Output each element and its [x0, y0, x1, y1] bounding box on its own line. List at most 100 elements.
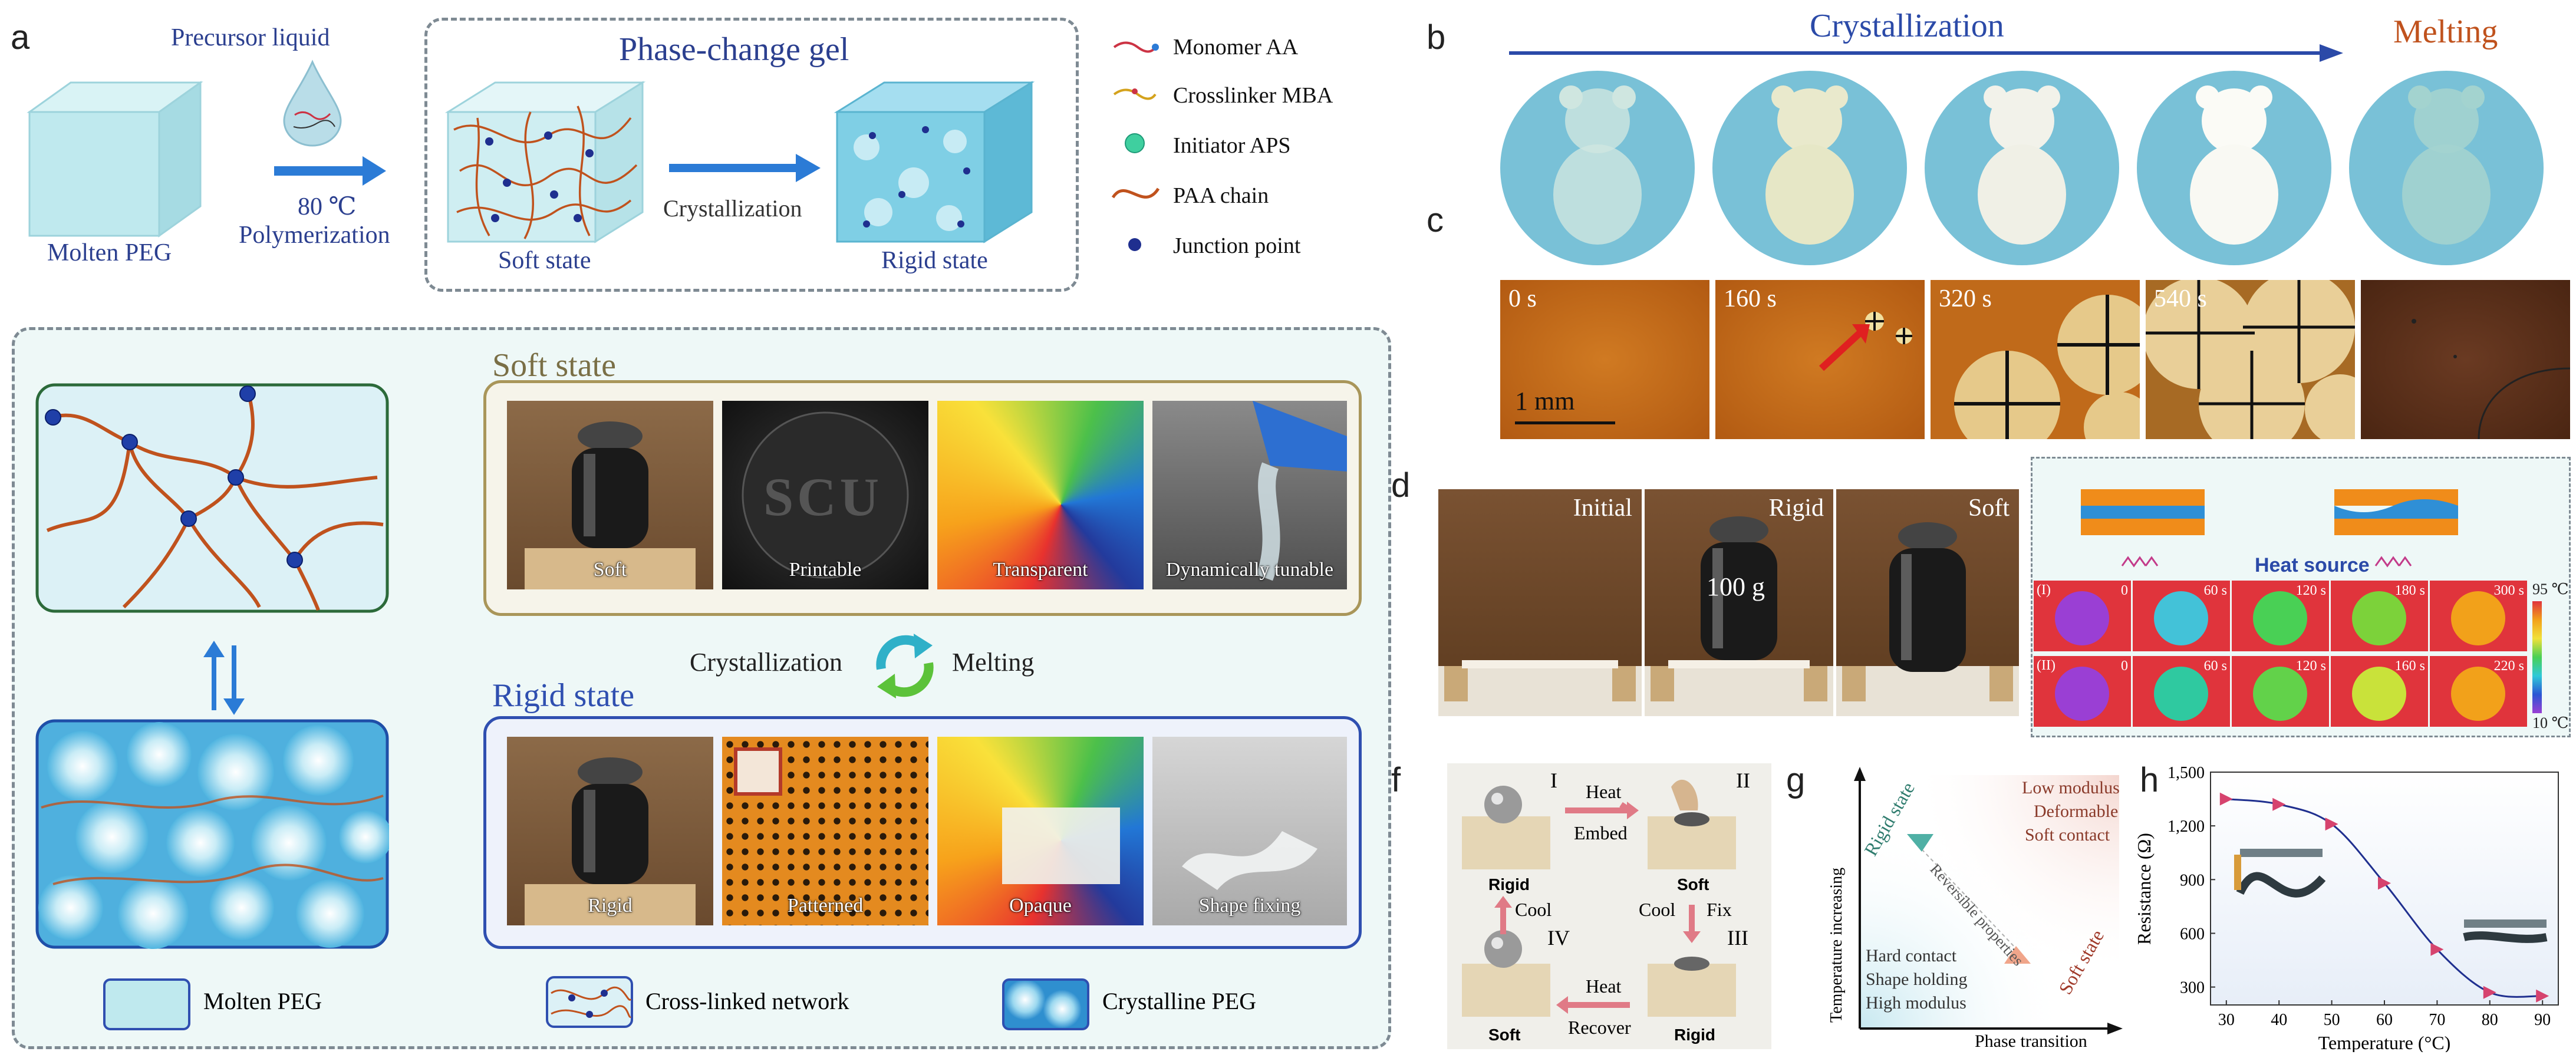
- phase-diagram: [1854, 767, 2123, 1034]
- bottom-legend-network: Cross-linked network: [645, 988, 849, 1014]
- phase-change-gel-box: [424, 18, 1079, 292]
- molten-peg-caption: Molten PEG: [47, 239, 172, 266]
- paa-chain-icon: [1111, 187, 1160, 199]
- d-photo-rigid: Rigid 100 g: [1645, 489, 1833, 716]
- rigid-photo-opaque: Opaque: [937, 737, 1144, 925]
- legend-junction: Junction point: [1173, 233, 1301, 258]
- precursor-droplet-icon: [283, 60, 342, 147]
- rigid-state-title: Rigid state: [492, 677, 635, 714]
- crystallization-label-a: Crystallization: [663, 195, 802, 222]
- crystallization-arrow: [669, 154, 821, 182]
- x-tick-label: 70: [2429, 1011, 2445, 1029]
- chart-ylabel: Resistance (Ω): [2134, 833, 2155, 945]
- f-caption-soft-2: Soft: [1677, 875, 1709, 894]
- polymerization-label: Polymerization: [239, 222, 390, 249]
- rigid-photo-patterned: Patterned: [722, 737, 928, 925]
- crosslinker-icon: [1113, 88, 1157, 100]
- mini-device-left-icon: [2234, 849, 2326, 898]
- f-cell-II: II: [1736, 769, 1750, 792]
- row1-label: (I): [2037, 582, 2051, 598]
- panel-g-label: g: [1786, 761, 1806, 799]
- crystallization-arrow-label: Crystallization: [1810, 8, 2004, 44]
- x-tick-label: 80: [2482, 1011, 2498, 1029]
- legend-crosslinker: Crosslinker MBA: [1173, 83, 1333, 108]
- bear-sequence-photos: [1500, 71, 2544, 265]
- f-embed-label: Embed: [1574, 822, 1628, 843]
- molten-peg-cube-icon: [27, 81, 203, 238]
- ball-sequence-photos: [1462, 779, 1736, 1017]
- chart-xlabel: Temperature (°C): [2318, 1032, 2451, 1052]
- polymerization-arrow: [274, 156, 386, 186]
- y-tick-label: 900: [2180, 871, 2205, 889]
- f-heat-label-2: Heat: [1586, 975, 1622, 997]
- bottom-legend-molten-peg: Molten PEG: [203, 988, 322, 1014]
- f-caption-rigid-1: Rigid: [1488, 875, 1530, 894]
- heat-source-diagram: [2081, 489, 2458, 568]
- g-rigid-prop-0: Hard contact: [1866, 946, 1957, 965]
- thermal-images: [2034, 581, 2527, 727]
- row1-time-2: 120 s: [2295, 583, 2326, 598]
- soft-photo-printable: SCU Printable: [722, 401, 928, 589]
- mini-device-right-icon: [2463, 919, 2548, 943]
- f-cell-I: I: [1550, 769, 1557, 792]
- row2-time-4: 220 s: [2493, 658, 2524, 674]
- x-tick-label: 30: [2218, 1011, 2235, 1029]
- f-caption-soft-4: Soft: [1488, 1026, 1521, 1044]
- rigid-photo-weight: Rigid: [507, 737, 713, 925]
- temperature-label: 80 ℃: [298, 193, 357, 220]
- rigid-state-caption: Rigid state: [881, 247, 988, 274]
- temperature-scale-bar: [2532, 601, 2542, 713]
- row2-label: (II): [2037, 658, 2055, 673]
- f-cool-right-label: Cool: [1639, 899, 1676, 920]
- legend-network-swatch: [546, 976, 633, 1028]
- row1-time-0: 0: [2121, 583, 2128, 598]
- data-point: [2536, 989, 2549, 1003]
- soft-state-title: Soft state: [492, 347, 616, 384]
- f-fix-label: Fix: [1707, 899, 1732, 920]
- f-caption-rigid-3: Rigid: [1674, 1026, 1715, 1044]
- legend-icons: [1111, 41, 1160, 251]
- soft-state-caption: Soft state: [498, 247, 591, 274]
- g-soft-prop-0: Low modulus: [2022, 778, 2120, 797]
- row2-time-0: 0: [2121, 658, 2128, 674]
- soft-photo-weight: Soft: [507, 401, 713, 589]
- reversible-arrows-icon: [203, 641, 245, 715]
- f-cool-left-label: Cool: [1515, 899, 1552, 920]
- g-rigid-prop-1: Shape holding: [1866, 970, 1968, 989]
- x-tick-label: 60: [2376, 1011, 2393, 1029]
- f-cell-IV: IV: [1547, 926, 1570, 950]
- row1-time-3: 180 s: [2394, 583, 2425, 598]
- micro-frame-1: 160 s: [1715, 280, 1925, 439]
- data-point: [2272, 797, 2286, 811]
- d-photo-initial: Initial: [1438, 489, 1642, 716]
- panel-c-label: c: [1427, 201, 1444, 239]
- x-tick-label: 50: [2324, 1011, 2340, 1029]
- panel-f-label: f: [1391, 761, 1401, 799]
- junction-point-icon: [1128, 238, 1141, 251]
- bear-0: [1553, 85, 1642, 245]
- scale-bar: [1515, 421, 1615, 424]
- cycle-crystallization-label: Crystallization: [690, 648, 843, 677]
- row1-time-1: 60 s: [2203, 583, 2227, 598]
- g-ylabel: Temperature increasing: [1827, 867, 1846, 1023]
- scale-bottom-label: 10 ℃: [2532, 714, 2569, 731]
- data-point: [2325, 818, 2338, 831]
- weight-label: 100 g: [1707, 572, 1765, 601]
- y-tick-label: 300: [2180, 979, 2205, 997]
- soft-photo-tunable: Dynamically tunable: [1152, 401, 1347, 589]
- micro-frame-0: 0 s 1 mm: [1500, 280, 1709, 439]
- rigid-state-gel-cube-icon: [834, 81, 1035, 243]
- cycle-melting-label: Melting: [952, 648, 1035, 677]
- legend-initiator: Initiator APS: [1173, 133, 1291, 158]
- micro-frame-3: 540 s: [2146, 280, 2355, 439]
- f-cell-III: III: [1727, 926, 1748, 950]
- g-xlabel: Phase transition: [1975, 1031, 2087, 1051]
- melting-label: Melting: [2393, 14, 2498, 50]
- data-point: [2219, 792, 2233, 806]
- rigid-photo-shape-fixing: Shape fixing: [1152, 737, 1347, 925]
- data-point: [2378, 876, 2391, 890]
- x-tick-label: 90: [2534, 1011, 2551, 1029]
- bottom-legend-crystalline: Crystalline PEG: [1102, 988, 1257, 1014]
- micro-frame-4: [2361, 280, 2570, 439]
